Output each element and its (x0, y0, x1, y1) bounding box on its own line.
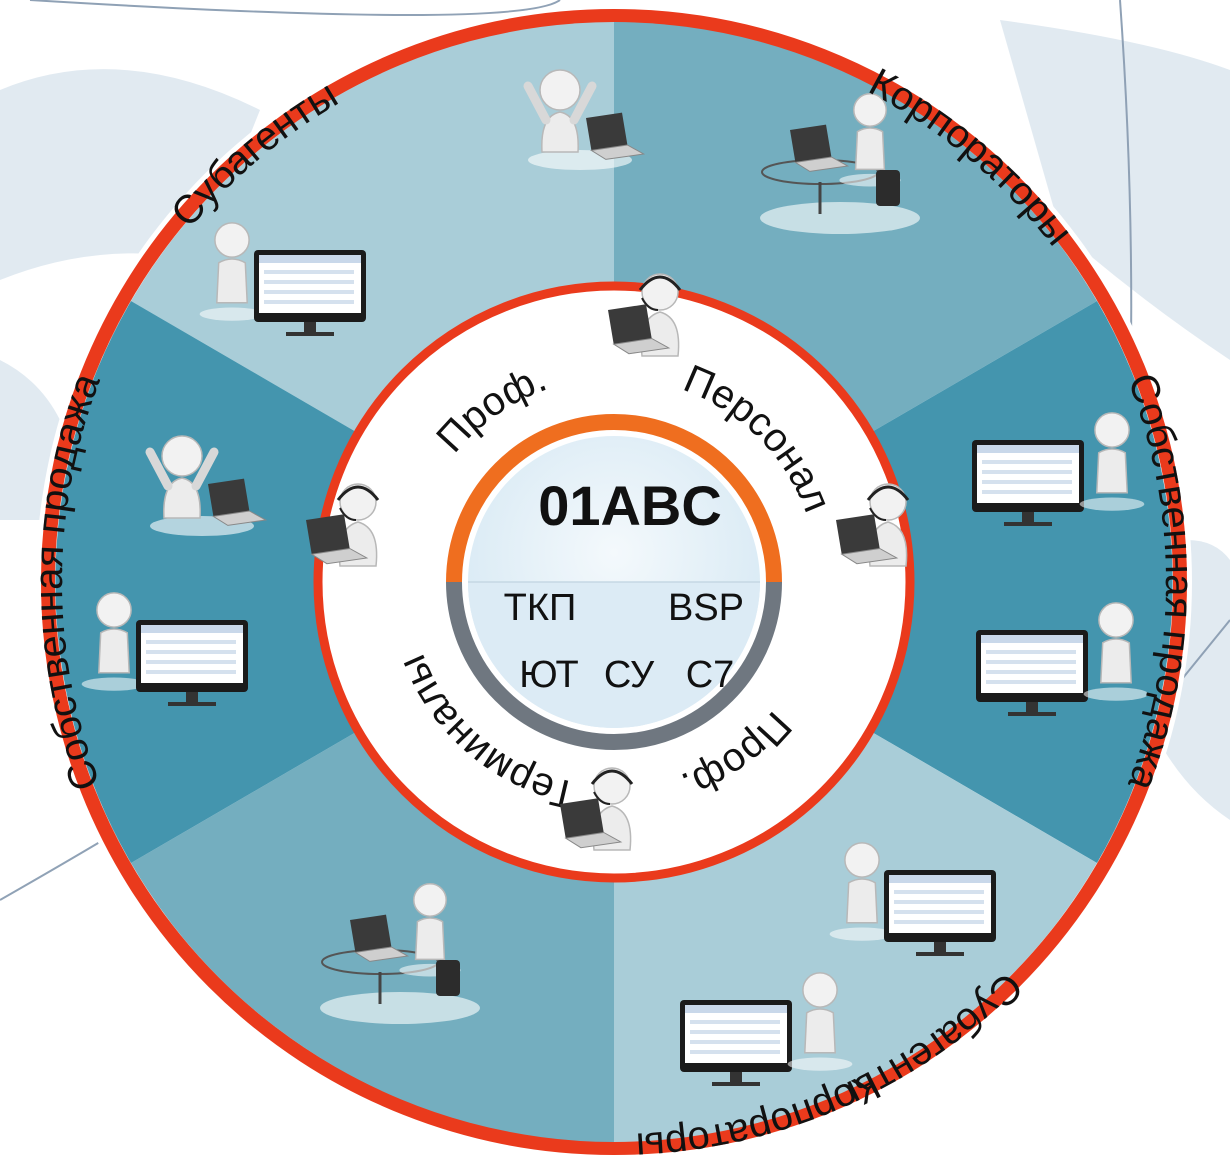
figure-leaning-on-monitor-icon (81, 592, 248, 706)
figure-leaning-on-monitor-icon (199, 222, 366, 336)
operator-headset-laptop-icon (836, 483, 910, 567)
hub-item-su: СУ (604, 654, 655, 696)
cheering-figure-laptop-icon (145, 435, 268, 536)
figure-leaning-on-monitor-icon (680, 972, 853, 1086)
figure-at-desk-laptop-icon (760, 93, 920, 234)
operator-headset-laptop-icon (306, 483, 380, 567)
hub-item-yut: ЮТ (519, 654, 578, 696)
figure-leaning-on-monitor-icon (829, 842, 996, 956)
hub-arc-orange (446, 414, 782, 583)
cheering-figure-laptop-icon (523, 69, 646, 170)
outer-ring-border (41, 9, 1187, 1155)
hub: 01ABC ТКП BSP ЮТ СУ С7 (446, 414, 782, 750)
figure-leaning-on-monitor-icon (972, 412, 1145, 526)
figure-leaning-on-monitor-icon (976, 602, 1149, 716)
hub-title: 01ABC (538, 474, 722, 537)
figure-at-desk-laptop-icon (320, 883, 480, 1024)
operator-headset-laptop-icon (560, 767, 634, 851)
hub-item-tkp: ТКП (504, 587, 577, 629)
hub-arc-gray (446, 581, 782, 750)
hub-item-bsp: BSP (668, 587, 744, 629)
operator-headset-laptop-icon (608, 273, 682, 357)
hub-item-s7: С7 (686, 654, 735, 696)
